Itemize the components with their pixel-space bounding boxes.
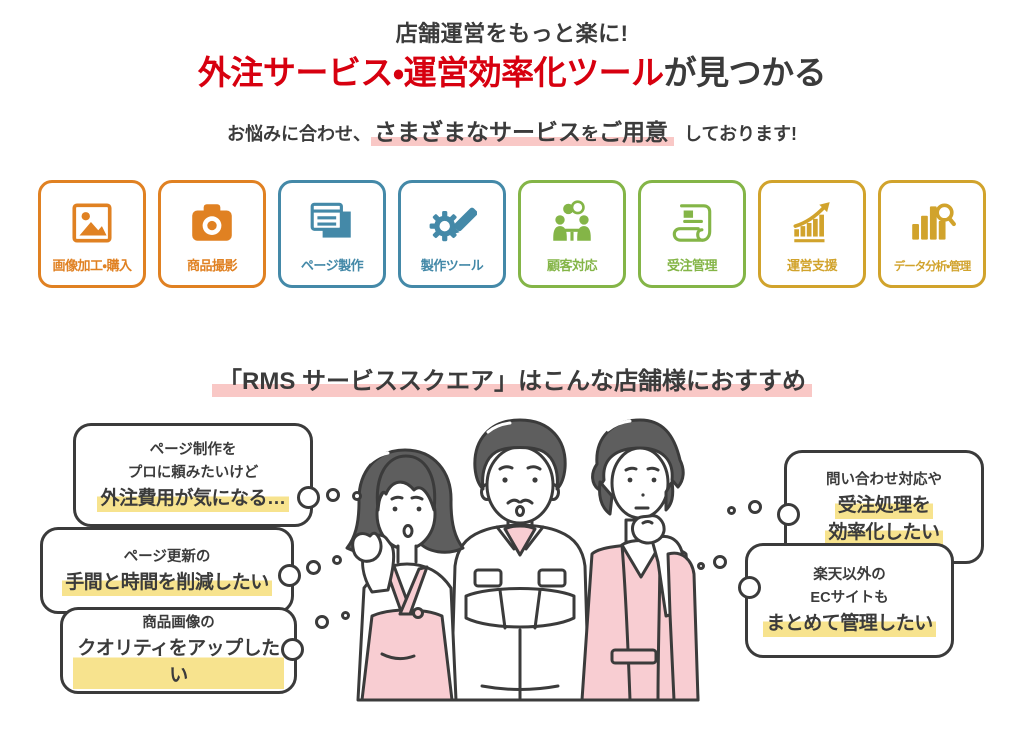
recommend-heading: 「RMS サービススクエア」はこんな店舗様におすすめ — [0, 364, 1024, 400]
bubble-line-emphasis: まとめて管理したい — [763, 610, 936, 637]
bubble-line-emphasis: クオリティをアップしたい — [73, 635, 284, 689]
category-card[interactable]: 製作ツール — [398, 180, 506, 288]
category-label: 受注管理 — [666, 258, 718, 273]
thought-dot — [332, 555, 342, 565]
thought-dot — [748, 500, 762, 514]
category-card[interactable]: 画像加工・購入 — [38, 180, 146, 288]
page-title: 外注サービス・運営効率化ツールが見つかる — [0, 51, 1024, 95]
thought-dot — [326, 488, 340, 502]
bubble-line: ページ更新の — [123, 548, 211, 565]
category-card[interactable]: 運営支援 — [758, 180, 866, 288]
bubble-line-emphasis: 外注費用が気になる… — [97, 484, 289, 512]
woman-left — [345, 448, 465, 702]
category-card[interactable]: データ分析・管理 — [878, 180, 986, 288]
thought-dot — [315, 615, 329, 629]
bubble-line-emphasis: 効率化したい — [825, 518, 943, 546]
category-card[interactable]: 受注管理 — [638, 180, 746, 288]
image-icon — [67, 198, 117, 248]
subtitle: お悩みに合わせ、さまざまなサービスをご用意しております! — [0, 115, 1024, 153]
bubble-line: 楽天以外の — [813, 567, 886, 583]
tools-icon — [427, 198, 477, 248]
hero: ページ制作をプロに頼みたいけど外注費用が気になる…ページ更新の手間と時間を削減し… — [0, 400, 1024, 729]
recommend-heading-text: 「RMS サービススクエア」はこんな店舗様におすすめ — [212, 368, 812, 397]
thought-dot — [352, 491, 362, 501]
man-middle — [449, 418, 591, 702]
page-title-emphasis: 外注サービス・運営効率化ツール — [197, 54, 664, 91]
subtitle-em2: ご用意 — [599, 119, 669, 145]
thought-dot — [697, 562, 705, 570]
thought-dot — [341, 611, 350, 620]
category-label: 運営支援 — [786, 258, 838, 273]
category-label: ページ製作 — [300, 258, 364, 273]
subtitle-suffix: しております! — [684, 124, 797, 144]
bubble-line: 商品画像の — [142, 615, 215, 631]
speech-bubble: ページ更新の手間と時間を削減したい — [40, 527, 301, 614]
category-label: 顧客対応 — [546, 258, 598, 273]
thought-dot — [306, 560, 321, 575]
category-card[interactable]: ページ製作 — [278, 180, 386, 288]
thought-dot — [727, 506, 736, 515]
category-label: データ分析・管理 — [893, 261, 971, 273]
man-right — [580, 418, 700, 702]
speech-bubble: 楽天以外の ECサイトもまとめて管理したい — [738, 543, 954, 658]
pages-icon — [307, 198, 357, 248]
bubble-line: 問い合わせ対応や — [826, 471, 942, 488]
subtitle-highlight: さまざまなサービスをご用意 — [371, 119, 675, 146]
speech-bubble: 問い合わせ対応や受注処理を効率化したい — [777, 450, 984, 564]
category-card[interactable]: 顧客対応 — [518, 180, 626, 288]
category-row: 画像加工・購入 商品撮影 ページ製作 製作ツール 顧客対応 受注管理 運営支援 データ分析・管… — [0, 180, 1024, 288]
subtitle-em1: さまざまなサービス — [374, 119, 582, 145]
category-label: 商品撮影 — [186, 258, 238, 273]
bubble-line: プロに頼みたいけど — [127, 464, 259, 481]
camera-icon — [187, 198, 237, 248]
bubble-line-emphasis: 受注処理を — [834, 491, 934, 519]
thought-dot — [713, 555, 727, 569]
tagline: 店舗運営をもっと楽に! — [395, 21, 629, 46]
speech-bubble: ページ制作をプロに頼みたいけど外注費用が気になる… — [73, 423, 320, 527]
category-card[interactable]: 商品撮影 — [158, 180, 266, 288]
analytics-icon — [907, 198, 957, 248]
page-title-rest: が見つかる — [663, 54, 827, 91]
bubble-line: ECサイトも — [810, 590, 889, 606]
subtitle-prefix: お悩みに合わせ、 — [227, 124, 372, 144]
category-label: 製作ツール — [420, 258, 484, 273]
speech-bubble: 商品画像のクオリティをアップしたい — [60, 607, 304, 694]
subtitle-mid: を — [581, 124, 600, 144]
bubble-line-emphasis: 手間と時間を削減したい — [62, 568, 272, 596]
orders-icon — [667, 198, 717, 248]
support-icon — [547, 198, 597, 248]
category-label: 画像加工・購入 — [52, 258, 132, 273]
bubble-line: ページ制作を — [149, 441, 237, 458]
shop-owners-illustration — [345, 418, 700, 702]
growth-icon — [787, 198, 837, 248]
